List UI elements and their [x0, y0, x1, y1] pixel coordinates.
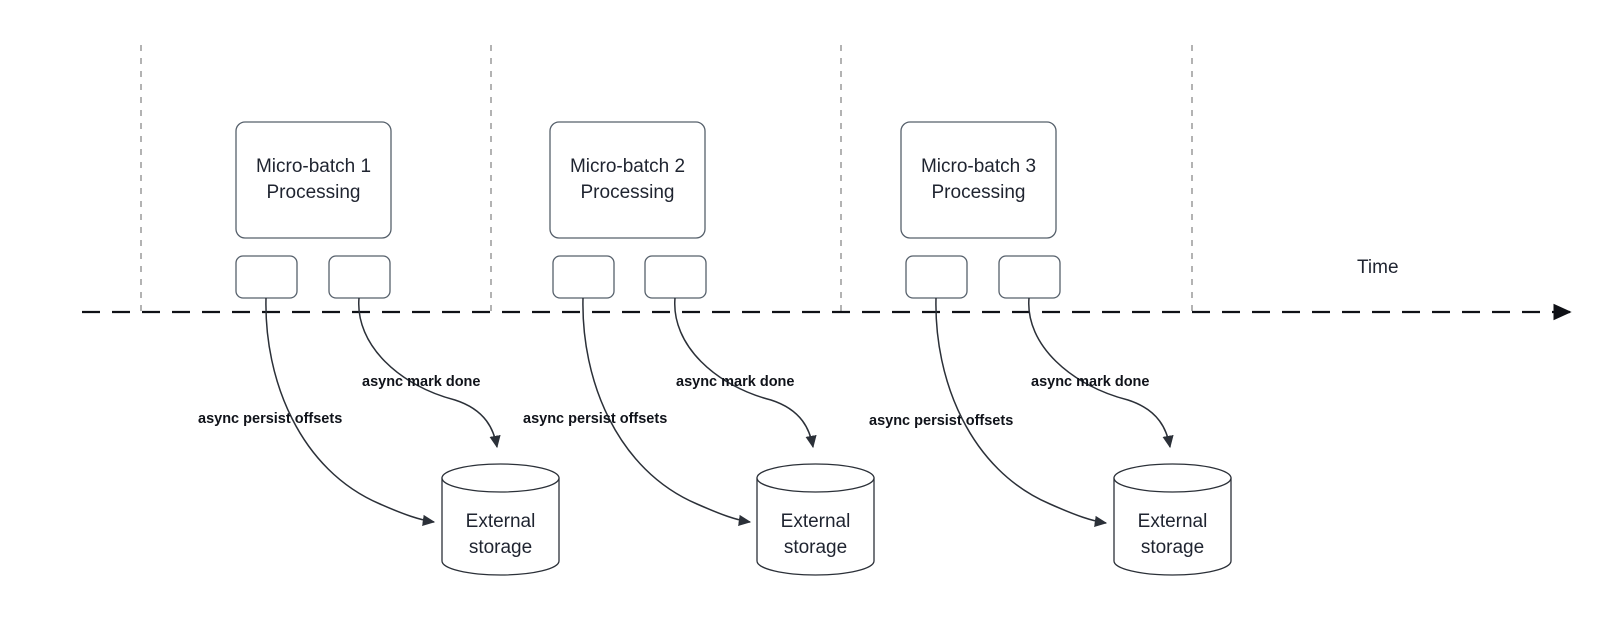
micro-batch-1-box[interactable] — [235, 121, 392, 239]
micro-batch-2-box[interactable] — [549, 121, 706, 239]
external-storage-2-top — [756, 463, 875, 493]
external-storage-3-label-line1: External — [1138, 511, 1208, 532]
time-axis-label: Time — [1357, 257, 1399, 278]
mark-done-3-curve — [1028, 297, 1174, 449]
persist-offsets-1-label: async persist offsets — [198, 411, 342, 427]
external-storage-3[interactable]: External storage — [1113, 463, 1232, 576]
micro-batch-2-label-line2: Processing — [581, 182, 675, 203]
external-storage-3-body — [1113, 477, 1232, 576]
micro-batch-2-label-line1: Micro-batch 2 — [570, 156, 685, 177]
persist-offsets-3-curve — [935, 297, 1108, 527]
external-storage-2-label-line1: External — [781, 511, 851, 532]
task-box-3a[interactable] — [905, 255, 968, 299]
task-box-2a[interactable] — [552, 255, 615, 299]
external-storage-1[interactable]: External storage — [441, 463, 560, 576]
micro-batch-1-label-line1: Micro-batch 1 — [256, 156, 371, 177]
external-storage-2-body — [756, 477, 875, 576]
external-storage-1-label-line1: External — [466, 511, 536, 532]
micro-batch-3-label-line1: Micro-batch 3 — [921, 156, 1036, 177]
external-storage-3-label-line2: storage — [1141, 537, 1204, 558]
group-3: Micro-batch 3 Processing External storag… — [869, 121, 1232, 576]
mark-done-2-label: async mark done — [676, 374, 794, 390]
task-box-3b[interactable] — [998, 255, 1061, 299]
mark-done-1-curve — [358, 297, 501, 449]
mark-done-2-curve — [674, 297, 817, 449]
group-2: Micro-batch 2 Processing External storag… — [523, 121, 875, 576]
external-storage-1-top — [441, 463, 560, 493]
persist-offsets-3-label: async persist offsets — [869, 413, 1013, 429]
persist-offsets-1-curve — [265, 297, 436, 526]
micro-batch-1-label-line2: Processing — [267, 182, 361, 203]
group-1: Micro-batch 1 Processing External storag… — [198, 121, 560, 576]
task-box-1a[interactable] — [235, 255, 298, 299]
external-storage-1-body — [441, 477, 560, 576]
task-box-2b[interactable] — [644, 255, 707, 299]
mark-done-1-label: async mark done — [362, 374, 480, 390]
external-storage-3-top — [1113, 463, 1232, 493]
persist-offsets-2-curve — [582, 297, 752, 526]
mark-done-3-label: async mark done — [1031, 374, 1149, 390]
micro-batch-3-box[interactable] — [900, 121, 1057, 239]
persist-offsets-2-label: async persist offsets — [523, 411, 667, 427]
micro-batch-3-label-line2: Processing — [932, 182, 1026, 203]
external-storage-2-label-line2: storage — [784, 537, 847, 558]
guide-lines — [140, 45, 1193, 312]
external-storage-1-label-line2: storage — [469, 537, 532, 558]
task-box-1b[interactable] — [328, 255, 391, 299]
external-storage-2[interactable]: External storage — [756, 463, 875, 576]
